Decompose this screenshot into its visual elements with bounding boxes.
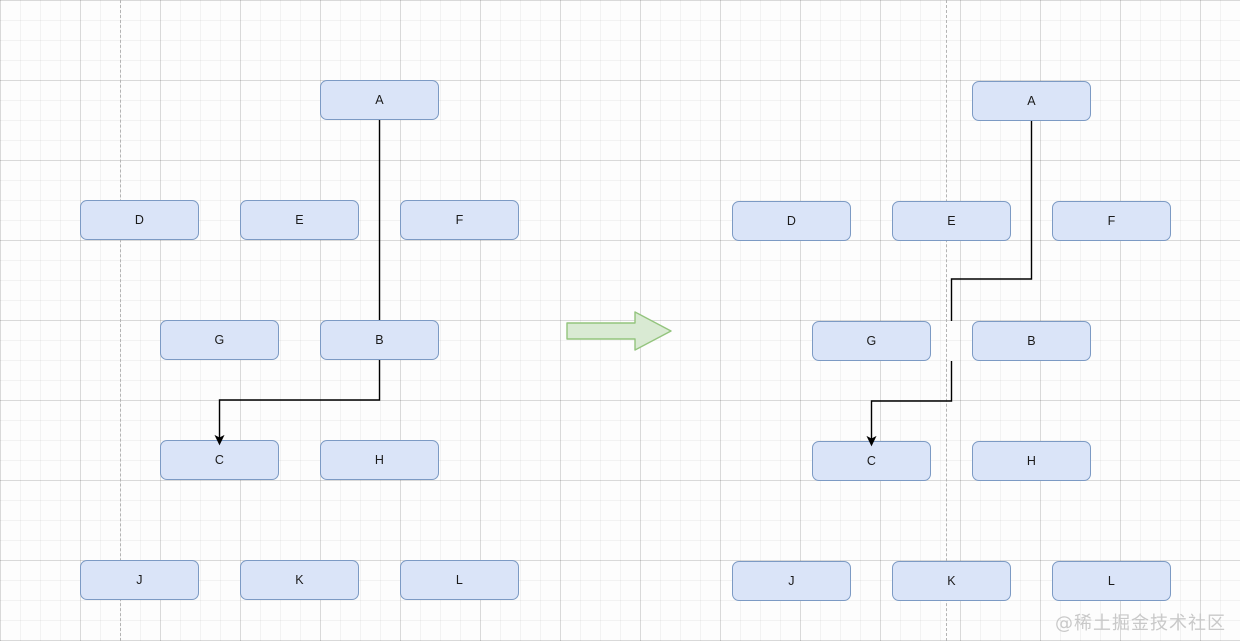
node-after-k[interactable]: K — [892, 561, 1011, 601]
node-after-h[interactable]: H — [972, 441, 1091, 481]
node-before-h[interactable]: H — [320, 440, 439, 480]
node-label: B — [375, 333, 384, 347]
node-label: C — [866, 454, 877, 468]
node-label: J — [788, 574, 795, 588]
before-edge-b-to-c[interactable] — [214, 360, 381, 446]
node-label: C — [214, 453, 225, 467]
node-label: H — [374, 453, 385, 467]
after-edge-b-to-c[interactable] — [866, 361, 953, 447]
node-label: D — [786, 214, 797, 228]
node-before-b[interactable]: B — [320, 320, 439, 360]
node-label: J — [136, 573, 143, 587]
node-before-d[interactable]: D — [80, 200, 199, 240]
node-before-g[interactable]: G — [160, 320, 279, 360]
node-after-a[interactable]: A — [972, 81, 1091, 121]
node-label: K — [295, 573, 304, 587]
node-label: E — [295, 213, 304, 227]
node-label: H — [1026, 454, 1037, 468]
node-label: G — [866, 334, 877, 348]
node-before-f[interactable]: F — [400, 200, 519, 240]
node-before-a[interactable]: A — [320, 80, 439, 120]
node-label: F — [455, 213, 464, 227]
node-label: A — [1027, 94, 1036, 108]
node-before-l[interactable]: L — [400, 560, 519, 600]
node-before-k[interactable]: K — [240, 560, 359, 600]
node-before-c[interactable]: C — [160, 440, 279, 480]
watermark-text: @稀土掘金技术社区 — [1055, 613, 1226, 634]
node-label: F — [1107, 214, 1116, 228]
node-after-c[interactable]: C — [812, 441, 931, 481]
right-page-guide — [946, 0, 947, 641]
node-after-d[interactable]: D — [732, 201, 851, 241]
node-after-j[interactable]: J — [732, 561, 851, 601]
node-label: B — [1027, 334, 1036, 348]
node-after-b[interactable]: B — [972, 321, 1091, 361]
left-page-guide — [120, 0, 121, 641]
node-label: K — [947, 574, 956, 588]
node-label: D — [134, 213, 145, 227]
transition-arrow — [566, 311, 672, 351]
node-label: A — [375, 93, 384, 107]
node-after-l[interactable]: L — [1052, 561, 1171, 601]
node-before-j[interactable]: J — [80, 560, 199, 600]
node-after-g[interactable]: G — [812, 321, 931, 361]
node-before-e[interactable]: E — [240, 200, 359, 240]
node-label: G — [214, 333, 225, 347]
node-label: E — [947, 214, 956, 228]
node-label: L — [455, 573, 464, 587]
node-after-f[interactable]: F — [1052, 201, 1171, 241]
node-after-e[interactable]: E — [892, 201, 1011, 241]
node-label: L — [1107, 574, 1116, 588]
